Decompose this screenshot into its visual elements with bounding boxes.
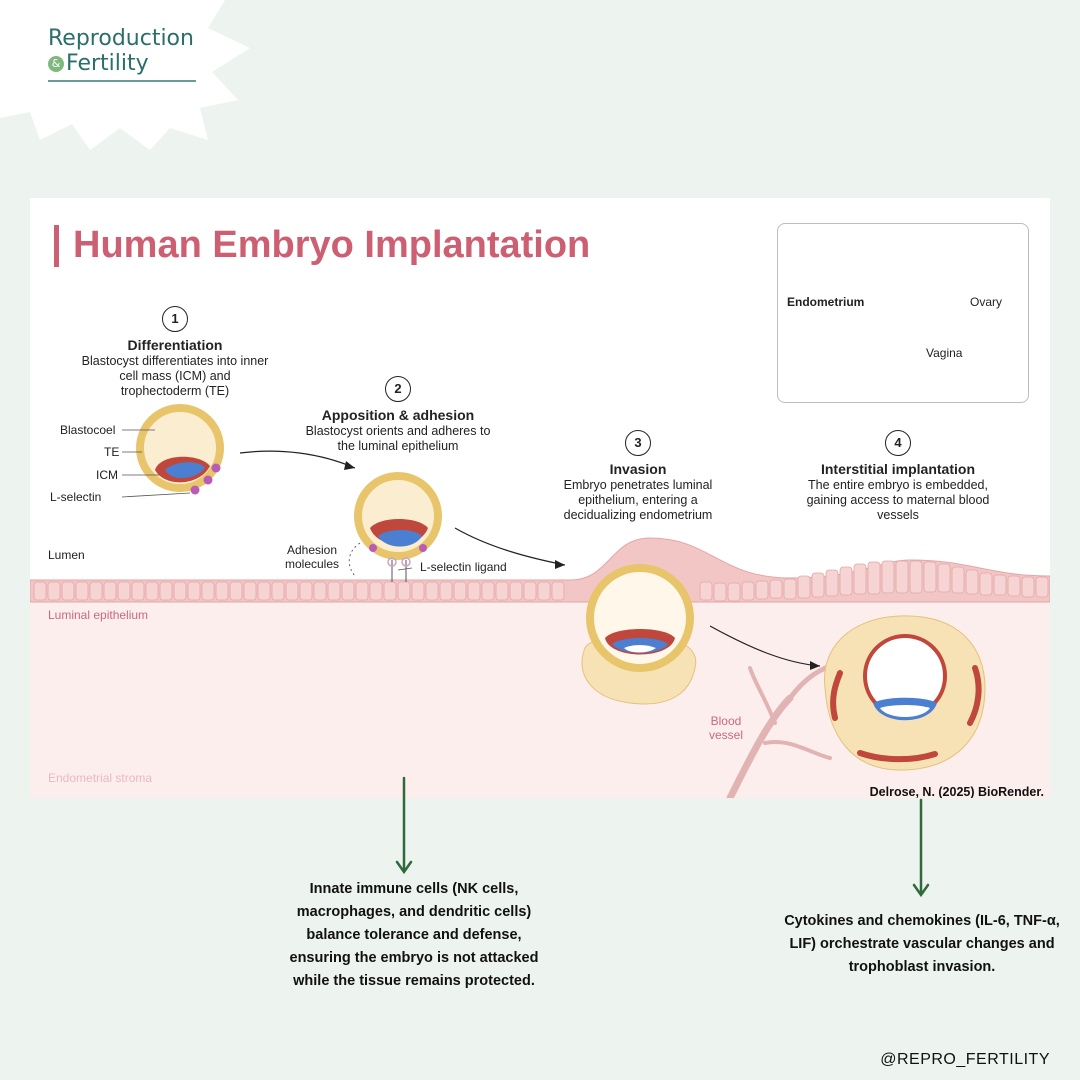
brand-logo: Reproduction &Fertility [48, 26, 196, 82]
figure-title: Human Embryo Implantation [54, 224, 590, 267]
step-1-number: 1 [162, 306, 188, 332]
label-adhesion-molecules: Adhesion molecules [284, 543, 340, 571]
title-text: Human Embryo Implantation [73, 224, 591, 266]
inset-label-vagina: Vagina [926, 346, 963, 360]
note-cytokines: Cytokines and chemokines (IL-6, TNF-α, L… [784, 913, 1060, 975]
embryo-invasion [581, 564, 697, 705]
step-4-heading: Interstitial implantation [820, 461, 975, 477]
step-4: 4 Interstitial implantation The entire e… [800, 430, 996, 523]
arrow-1-to-2 [239, 450, 356, 469]
blastocyst-2 [348, 472, 442, 582]
brand-line1: Reproduction [48, 26, 194, 51]
figure-panel: Human Embryo Implantation Endometrium Ov… [30, 198, 1050, 798]
step-1: 1 Differentiation Blastocyst differentia… [80, 306, 270, 399]
step-3-text: Embryo penetrates luminal epithelium, en… [563, 478, 713, 522]
inset-label-ovary: Ovary [970, 295, 1003, 309]
social-handle: @REPRO_FERTILITY [880, 1051, 1050, 1068]
step-3: 3 Invasion Embryo penetrates luminal epi… [548, 430, 728, 523]
note-immune-cells: Innate immune cells (NK cells, macrophag… [289, 881, 539, 989]
embryo-interstitial [823, 615, 986, 771]
step-2-number: 2 [385, 376, 411, 402]
green-arrow-left [395, 776, 413, 875]
brand-line2: Fertility [66, 51, 149, 76]
arrow-3-to-4 [709, 625, 821, 667]
label-blood-vessel: Blood vessel [708, 714, 743, 742]
label-luminal-epithelium: Luminal epithelium [48, 608, 149, 622]
blastocyst-1 [121, 404, 224, 498]
uterus-inset: Endometrium Ovary Vagina [777, 223, 1029, 403]
label-icm: ICM [96, 468, 118, 482]
green-arrow-right [912, 798, 930, 898]
badge-starburst [0, 0, 250, 150]
label-l-selectin: L-selectin [50, 490, 102, 504]
label-te: TE [104, 445, 120, 459]
step-2-heading: Apposition & adhesion [321, 407, 475, 423]
brand-rule [48, 80, 196, 82]
step-2: 2 Apposition & adhesion Blastocyst orien… [298, 376, 498, 454]
step-4-number: 4 [885, 430, 911, 456]
step-1-heading: Differentiation [127, 337, 223, 353]
brand-amp: & [48, 56, 64, 72]
label-endometrial-stroma: Endometrial stroma [48, 771, 153, 785]
figure-credit: Delrose, N. (2025) BioRender. [869, 785, 1044, 798]
arrow-2-to-3 [454, 527, 566, 566]
label-lumen: Lumen [48, 548, 85, 562]
inset-label-endometrium: Endometrium [787, 295, 865, 309]
title-accent-bar [54, 224, 59, 267]
step-3-number: 3 [625, 430, 651, 456]
label-l-selectin-ligand: L-selectin ligand [420, 560, 507, 574]
step-1-text: Blastocyst differentiates into inner cel… [81, 354, 269, 398]
epithelium-cells [33, 560, 1049, 602]
label-blastocoel: Blastocoel [60, 423, 116, 437]
step-2-text: Blastocyst orients and adheres to the lu… [305, 424, 491, 453]
step-3-heading: Invasion [609, 461, 667, 477]
step-4-text: The entire embryo is embedded, gaining a… [806, 478, 990, 522]
